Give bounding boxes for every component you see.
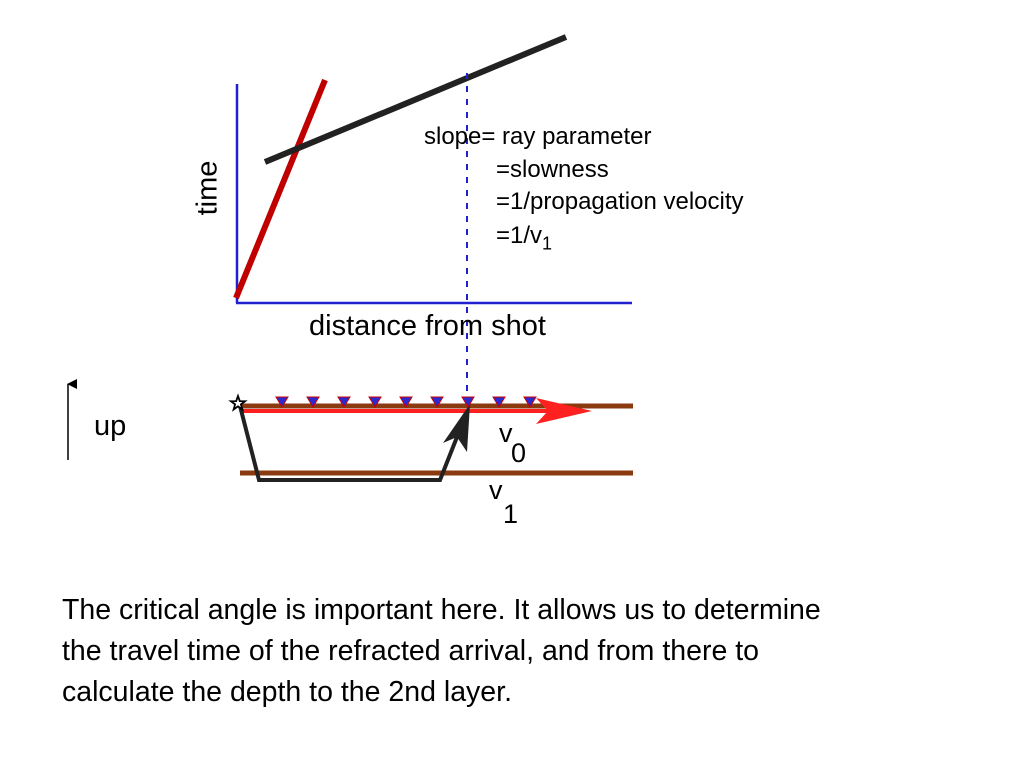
refracted-ray-path (238, 405, 459, 482)
geophone-icon (368, 396, 382, 408)
slope-annotation-line-2: =slowness (496, 156, 609, 183)
geophone-icon (430, 396, 444, 408)
up-label: up (94, 410, 127, 442)
caption-line-3: calculate the depth to the 2nd layer. (62, 676, 512, 708)
geophone-icon (461, 396, 475, 408)
refracted-ray-arrow-head (443, 404, 470, 452)
earth-cross-section (67, 379, 633, 482)
geophone-icon (399, 396, 413, 408)
geophone-icon (275, 396, 289, 408)
geophone-icon (337, 396, 351, 408)
shot-point-star-icon (228, 393, 248, 412)
layer-0-v: v (499, 418, 513, 448)
geophone-icon (523, 396, 537, 408)
direct-wave-arrow-head (536, 398, 592, 424)
geophone-icon (492, 396, 506, 408)
slope-annotation-line-4: =1/v1 (496, 222, 553, 254)
refracted-wave-line (263, 34, 568, 165)
travel-time-plot (233, 34, 632, 398)
slope-annotation-line-4-subscript: 1 (542, 233, 553, 254)
geophone-array (275, 396, 537, 408)
slope-annotation-line-3: =1/propagation velocity (496, 188, 744, 215)
layer-1-subscript: 1 (503, 499, 519, 529)
caption-line-1: The critical angle is important here. It… (62, 594, 821, 626)
caption: The critical angle is important here. It… (62, 590, 992, 713)
caption-line-2: the travel time of the refracted arrival… (62, 635, 759, 667)
layer-0-subscript: 0 (511, 438, 527, 468)
slope-annotation-line-1: slope= ray parameter (424, 123, 652, 150)
distance-axis-label: distance from shot (309, 310, 546, 342)
layer-1-v: v (489, 475, 503, 505)
slope-annotation-line-4-text: =1/v (496, 222, 543, 249)
direct-wave-line (233, 78, 328, 300)
geophone-icon (306, 396, 320, 408)
time-axis-label: time (191, 160, 224, 216)
